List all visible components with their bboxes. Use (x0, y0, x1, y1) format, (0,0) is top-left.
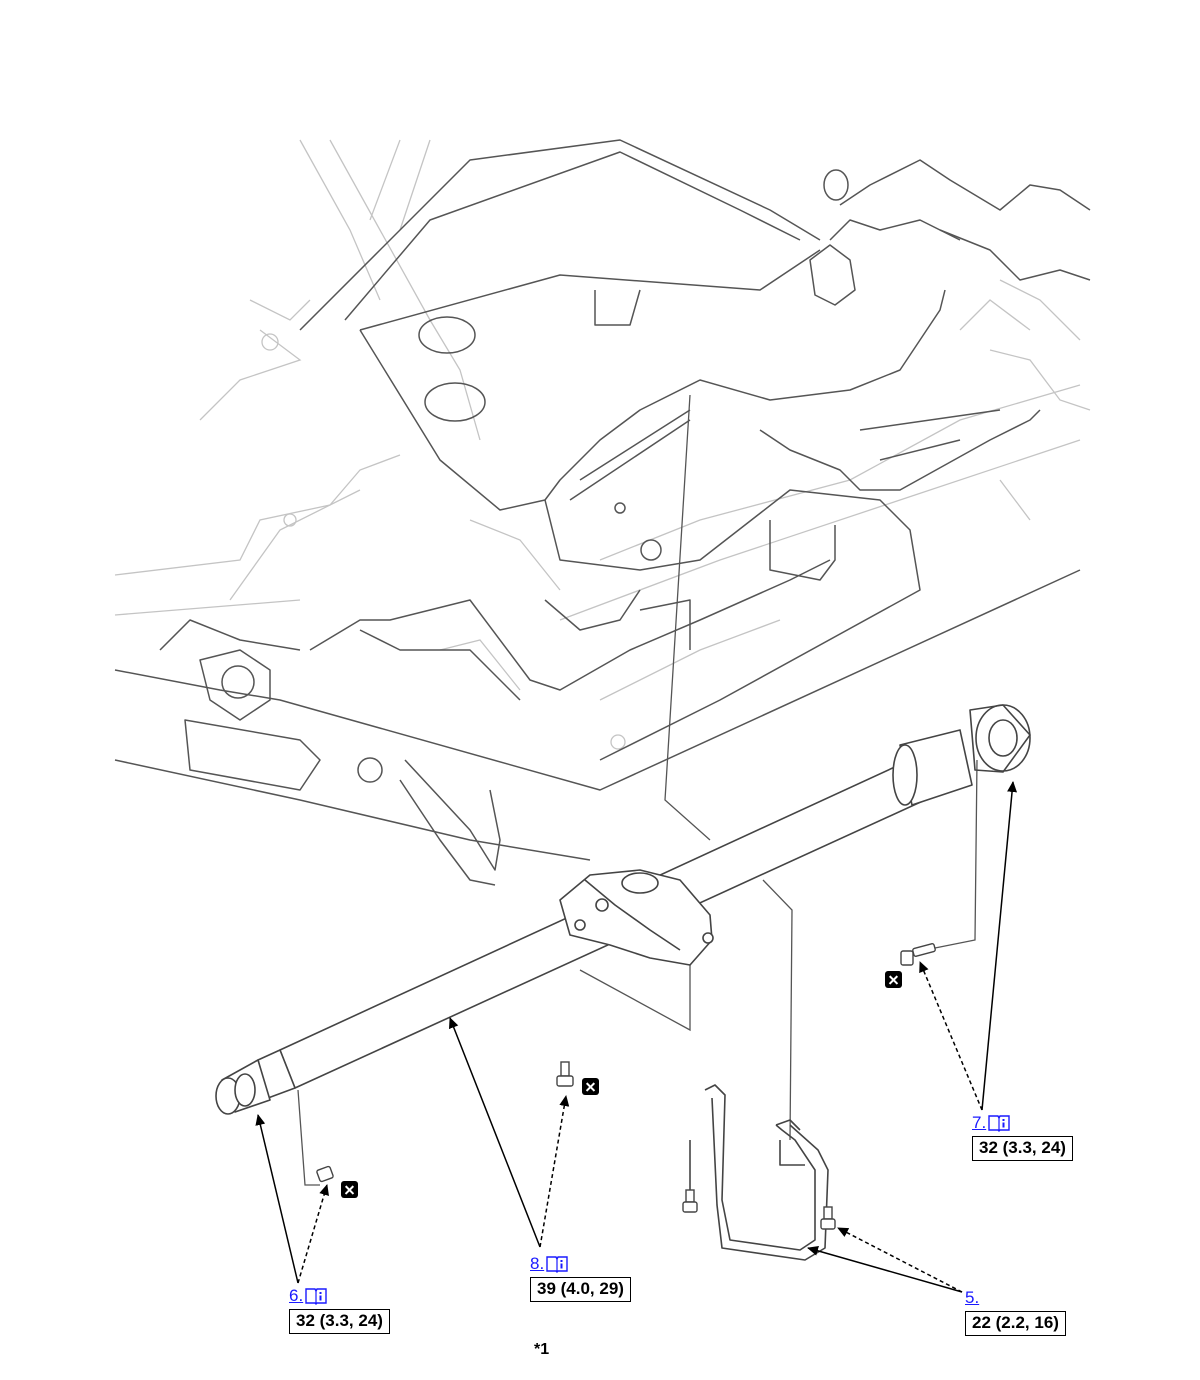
bolt-center (556, 1061, 574, 1087)
callout-step-6: 6. 32 (3.3, 24) (289, 1286, 390, 1334)
replace-part-icon (582, 1078, 599, 1095)
callout-step-8: 8. 39 (4.0, 29) (530, 1254, 631, 1302)
bolt-bracket-left (682, 1189, 698, 1213)
bolts (316, 943, 936, 1230)
info-book-icon (988, 1115, 1010, 1132)
step-8-link[interactable]: 8. (530, 1254, 568, 1274)
footnote-marker: *1 (534, 1341, 550, 1358)
leader-lines (297, 394, 978, 1186)
bolt-bracket-right (820, 1206, 836, 1230)
info-book-icon (305, 1288, 327, 1305)
step-number: 5. (965, 1288, 980, 1307)
center-support-bearing (559, 869, 714, 966)
replace-part-icon (885, 971, 902, 988)
step-number: 6. (289, 1286, 304, 1305)
bolt-rear (900, 943, 936, 966)
info-book-icon (546, 1256, 568, 1273)
callout-step-7: 7. 32 (3.3, 24) (972, 1113, 1073, 1161)
vehicle-frame (114, 139, 1091, 886)
step-5-link[interactable]: 5. (965, 1288, 979, 1308)
torque-spec: 39 (4.0, 29) (530, 1277, 631, 1302)
step-6-link[interactable]: 6. (289, 1286, 327, 1306)
heat-shield-bracket (689, 1084, 829, 1261)
step-number: 8. (530, 1254, 545, 1273)
step-7-link[interactable]: 7. (972, 1113, 1010, 1133)
step-number: 7. (972, 1113, 987, 1132)
torque-spec: 22 (2.2, 16) (965, 1311, 1066, 1336)
callout-step-5: 5. 22 (2.2, 16) (965, 1288, 1066, 1336)
bolt-front (316, 1165, 334, 1183)
replace-part-icon (341, 1181, 358, 1198)
torque-spec: 32 (3.3, 24) (289, 1309, 390, 1334)
callout-arrows (255, 781, 1018, 1293)
torque-spec: 32 (3.3, 24) (972, 1136, 1073, 1161)
